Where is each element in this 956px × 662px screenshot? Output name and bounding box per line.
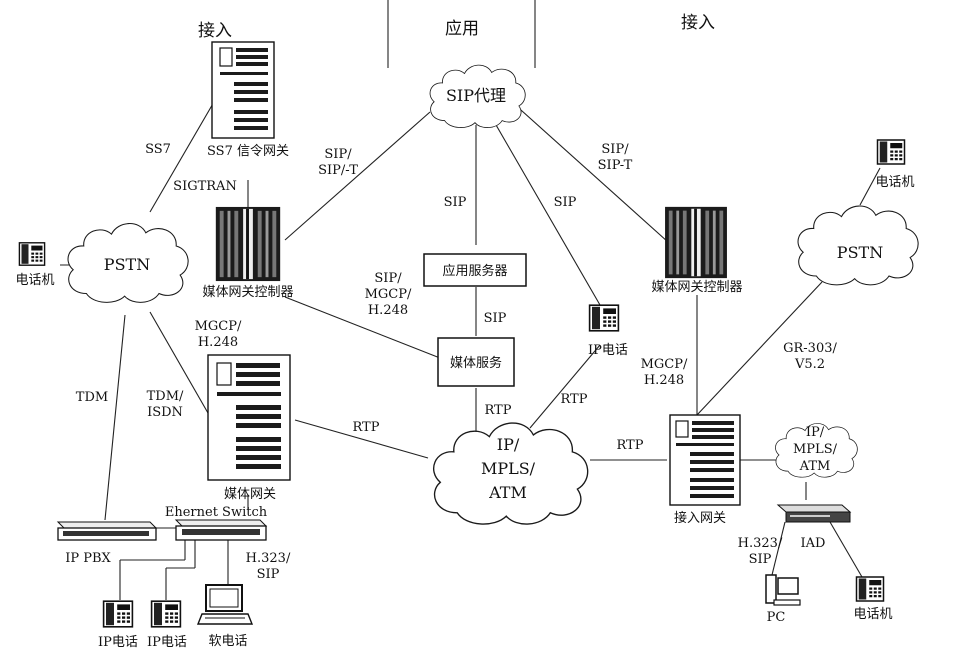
link-sip-sipt-left-1: SIP/ bbox=[324, 147, 352, 162]
media-server-label: 媒体服务 bbox=[450, 355, 502, 371]
soft-phone-icon bbox=[196, 584, 254, 625]
link-rtp-left: RTP bbox=[353, 420, 380, 435]
link-sip-center: SIP bbox=[444, 195, 467, 210]
sip-proxy-label: SIP代理 bbox=[446, 86, 506, 105]
ss7-gateway-icon bbox=[211, 41, 275, 139]
link-sip-mgcp-2: MGCP/ bbox=[365, 287, 412, 302]
ip-phone-1-label: IP电话 bbox=[98, 635, 138, 650]
ip-phone-2-label: IP电话 bbox=[147, 635, 187, 650]
link-h323-left-2: SIP bbox=[257, 567, 280, 582]
link-sip-sipt-right-1: SIP/ bbox=[601, 142, 629, 157]
link-tdm: TDM bbox=[76, 390, 108, 405]
phone-top-right-label: 电话机 bbox=[875, 175, 914, 190]
ip-small-line3: ATM bbox=[799, 459, 831, 474]
ip-small-line1: IP/ bbox=[806, 425, 825, 440]
ethernet-switch-icon bbox=[174, 519, 268, 541]
iad-label: IAD bbox=[801, 536, 826, 551]
header-access-left: 接入 bbox=[198, 21, 232, 41]
link-h323-right-1: H.323/ bbox=[738, 536, 783, 551]
phone-left-label: 电话机 bbox=[15, 273, 54, 288]
ip-phone-1-icon bbox=[102, 600, 134, 628]
ip-pbx-icon bbox=[56, 521, 158, 541]
ip-core-line1: IP/ bbox=[497, 435, 520, 454]
ss7-gateway-label: SS7 信令网关 bbox=[207, 144, 289, 159]
link-sip-sipt-right-2: SIP-T bbox=[598, 158, 633, 173]
app-server-label: 应用服务器 bbox=[442, 263, 507, 279]
pc-icon bbox=[765, 574, 801, 606]
mgc-left-icon bbox=[215, 206, 281, 282]
connection-lines bbox=[60, 94, 881, 600]
ip-phone-2-icon bbox=[150, 600, 182, 628]
ip-phone-mid-icon bbox=[588, 304, 620, 332]
link-mgcp-left-1: MGCP/ bbox=[195, 319, 242, 334]
media-server-box bbox=[437, 337, 515, 387]
link-rtp-center: RTP bbox=[485, 403, 512, 418]
ip-small-line2: MPLS/ bbox=[793, 442, 838, 457]
link-gr303-2: V5.2 bbox=[794, 357, 825, 372]
phone-bottom-right-icon bbox=[855, 576, 885, 602]
access-gateway-icon bbox=[669, 414, 741, 506]
pstn-left-label: PSTN bbox=[104, 255, 150, 274]
link-sip-sipt-left-2: SIP/-T bbox=[318, 163, 358, 178]
header-access-right: 接入 bbox=[681, 13, 715, 33]
link-sip-right: SIP bbox=[554, 195, 577, 210]
link-gr303-1: GR-303/ bbox=[783, 341, 837, 356]
phone-left-icon bbox=[18, 242, 46, 266]
link-h323-right-2: SIP bbox=[749, 552, 772, 567]
mgc-right-icon bbox=[665, 206, 727, 279]
ip-core-line3: ATM bbox=[488, 483, 527, 502]
link-rtp-ipphone: RTP bbox=[561, 392, 588, 407]
media-gateway-icon bbox=[207, 354, 291, 481]
link-sigtran: SIGTRAN bbox=[173, 179, 237, 194]
ip-phone-mid-label: IP电话 bbox=[588, 343, 628, 358]
phone-bottom-right-label: 电话机 bbox=[853, 607, 892, 622]
link-sip-app-media: SIP bbox=[484, 311, 507, 326]
ip-pbx-label: IP PBX bbox=[65, 551, 111, 566]
app-server-box bbox=[423, 253, 527, 287]
link-mgcp-right-2: H.248 bbox=[644, 373, 684, 388]
iad-device-icon bbox=[776, 504, 852, 523]
mgc-right-label: 媒体网关控制器 bbox=[651, 280, 742, 295]
link-mgcp-right-1: MGCP/ bbox=[641, 357, 688, 372]
phone-top-right-icon bbox=[876, 139, 906, 165]
link-sip-mgcp-1: SIP/ bbox=[374, 271, 402, 286]
link-h323-left-1: H.323/ bbox=[246, 551, 291, 566]
link-ss7: SS7 bbox=[145, 142, 171, 157]
ethernet-switch-label: Ehernet Switch bbox=[165, 505, 268, 520]
pc-label: PC bbox=[767, 610, 786, 625]
ip-core-line2: MPLS/ bbox=[481, 459, 536, 478]
link-tdm-isdn-2: ISDN bbox=[147, 405, 183, 420]
mgc-left-label: 媒体网关控制器 bbox=[202, 285, 293, 300]
media-gateway-label: 媒体网关 bbox=[224, 487, 276, 502]
header-application: 应用 bbox=[445, 19, 479, 39]
access-gateway-label: 接入网关 bbox=[674, 510, 726, 526]
link-mgcp-left-2: H.248 bbox=[198, 335, 238, 350]
link-tdm-isdn-1: TDM/ bbox=[147, 389, 184, 404]
link-sip-mgcp-3: H.248 bbox=[368, 303, 408, 318]
soft-phone-label: 软电话 bbox=[208, 634, 247, 649]
pstn-right-label: PSTN bbox=[837, 243, 883, 262]
link-rtp-right: RTP bbox=[617, 438, 644, 453]
